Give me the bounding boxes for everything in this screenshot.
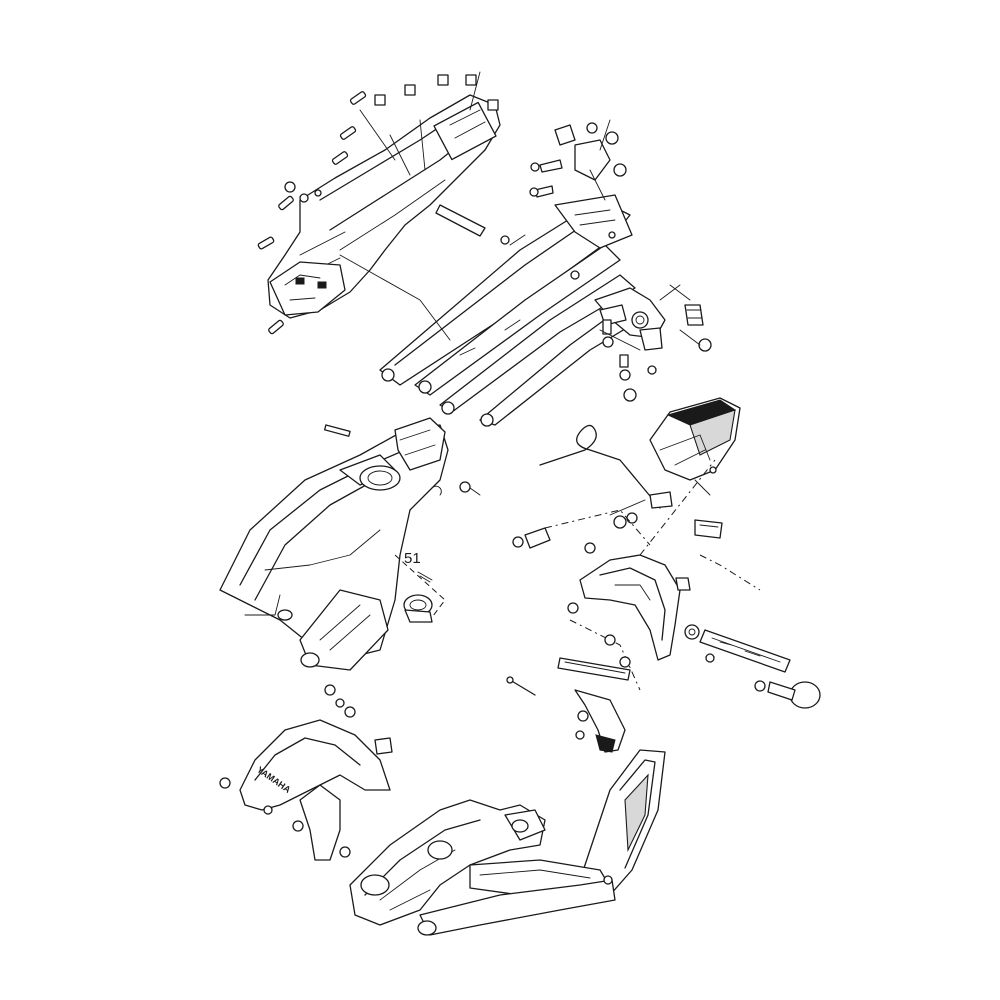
leader-lines — [339, 254, 701, 516]
fender-screws — [323, 424, 471, 718]
clip-nuts — [374, 74, 499, 111]
seat-lock-cable — [539, 424, 673, 509]
lock-assembly — [512, 459, 761, 691]
callout-label: 51 — [404, 550, 421, 567]
seat-rail-frame — [379, 194, 641, 427]
chain-guide-bracket — [506, 634, 631, 753]
rear-fender — [219, 417, 471, 718]
rear-bracket-upper — [529, 119, 627, 201]
front-fender: YAMAHA — [219, 719, 393, 861]
bracket-bolts — [602, 319, 712, 402]
tail-cover — [649, 397, 741, 496]
frame-pins — [257, 91, 367, 335]
rear-frame-assembly — [257, 71, 501, 335]
callout-51-group: 51 — [394, 550, 446, 623]
seat-lock-rod — [684, 624, 821, 709]
swingarm — [349, 749, 666, 936]
footrest-bracket — [594, 284, 712, 402]
